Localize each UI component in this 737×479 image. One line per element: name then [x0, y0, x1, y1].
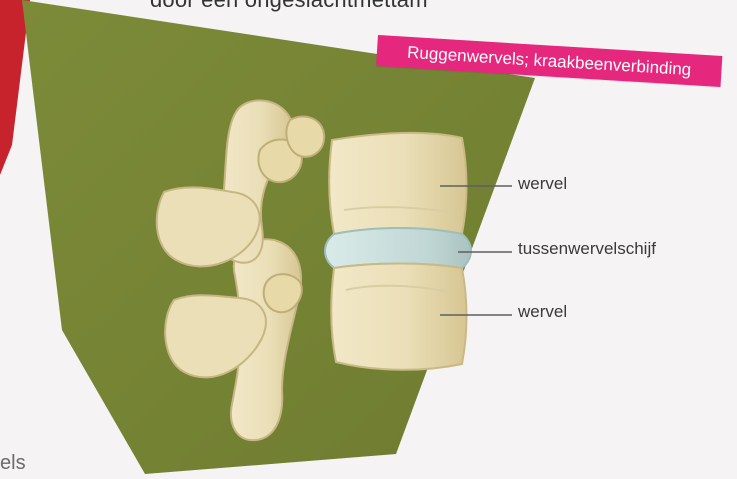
intervertebral-disc [325, 228, 471, 268]
label-tussenwervelschijf: tussenwervelschijf [518, 239, 656, 259]
vertebral-body-lower [331, 264, 466, 370]
vertebral-body-upper [329, 133, 466, 234]
page-heading-fragment: door een ongeslachtmettam [150, 0, 428, 13]
label-wervel-upper: wervel [518, 174, 567, 194]
side-text-fragment: els [0, 452, 26, 475]
label-wervel-lower: wervel [518, 302, 567, 322]
